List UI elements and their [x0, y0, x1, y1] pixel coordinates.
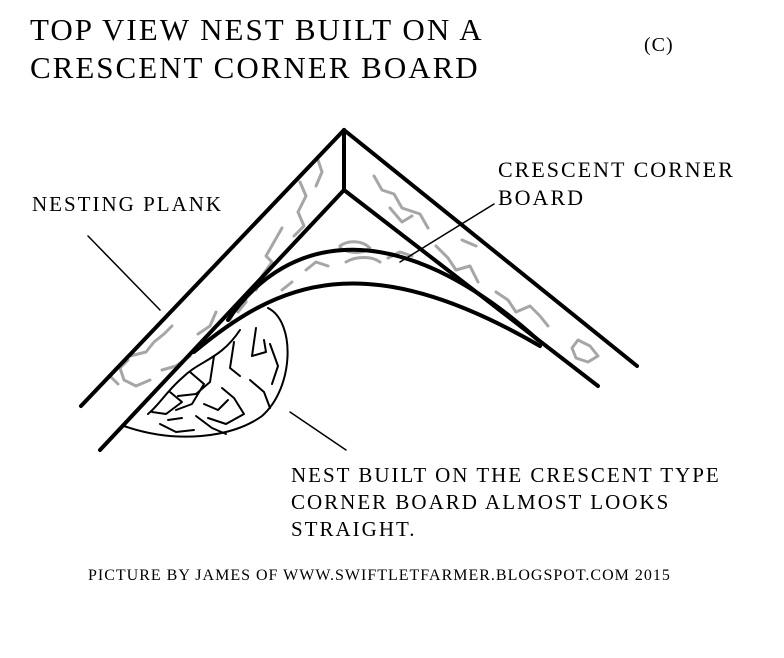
diagram-title-line-1: TOP VIEW NEST BUILT ON A: [30, 12, 484, 47]
nest-caption-line-1: NEST BUILT ON THE CRESCENT TYPE: [291, 463, 721, 487]
planks-outline: [79, 128, 639, 452]
nest-caption-line-2: CORNER BOARD ALMOST LOOKS: [291, 490, 671, 514]
picture-credit: PICTURE BY JAMES OF WWW.SWIFTLETFARMER.B…: [88, 567, 671, 584]
version-mark: (C): [644, 34, 674, 56]
nest-caption-line-3: STRAIGHT.: [291, 517, 417, 541]
wood-grain: [108, 158, 600, 388]
nest-scribble: [123, 307, 289, 438]
label-crescent-corner-board-line-2: BOARD: [498, 185, 586, 210]
label-nesting-plank: NESTING PLANK: [32, 192, 224, 216]
label-crescent-corner-board-line-1: CRESCENT CORNER: [498, 157, 735, 182]
diagram-title-line-2: CRESCENT CORNER BOARD: [30, 50, 480, 85]
leader-lines: [87, 203, 495, 451]
